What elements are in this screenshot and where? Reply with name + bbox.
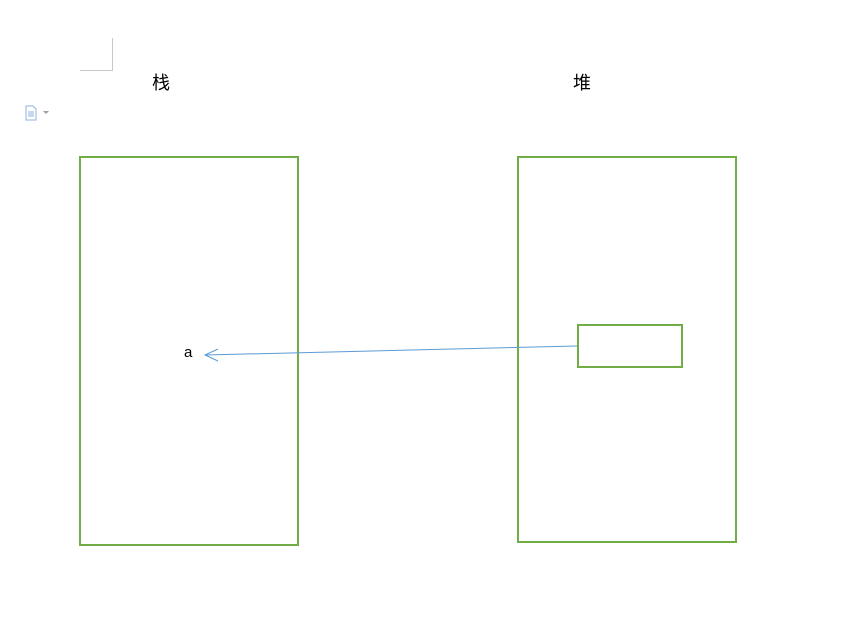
stack-label: 栈 bbox=[152, 73, 170, 94]
variable-label: a bbox=[184, 344, 193, 361]
heap-label: 堆 bbox=[573, 73, 591, 94]
paste-options-button[interactable] bbox=[24, 105, 54, 121]
dropdown-arrow-icon bbox=[43, 111, 49, 114]
page-corner-mark bbox=[80, 38, 113, 71]
paste-options-icon bbox=[25, 105, 37, 121]
heap-object-box bbox=[577, 324, 683, 368]
